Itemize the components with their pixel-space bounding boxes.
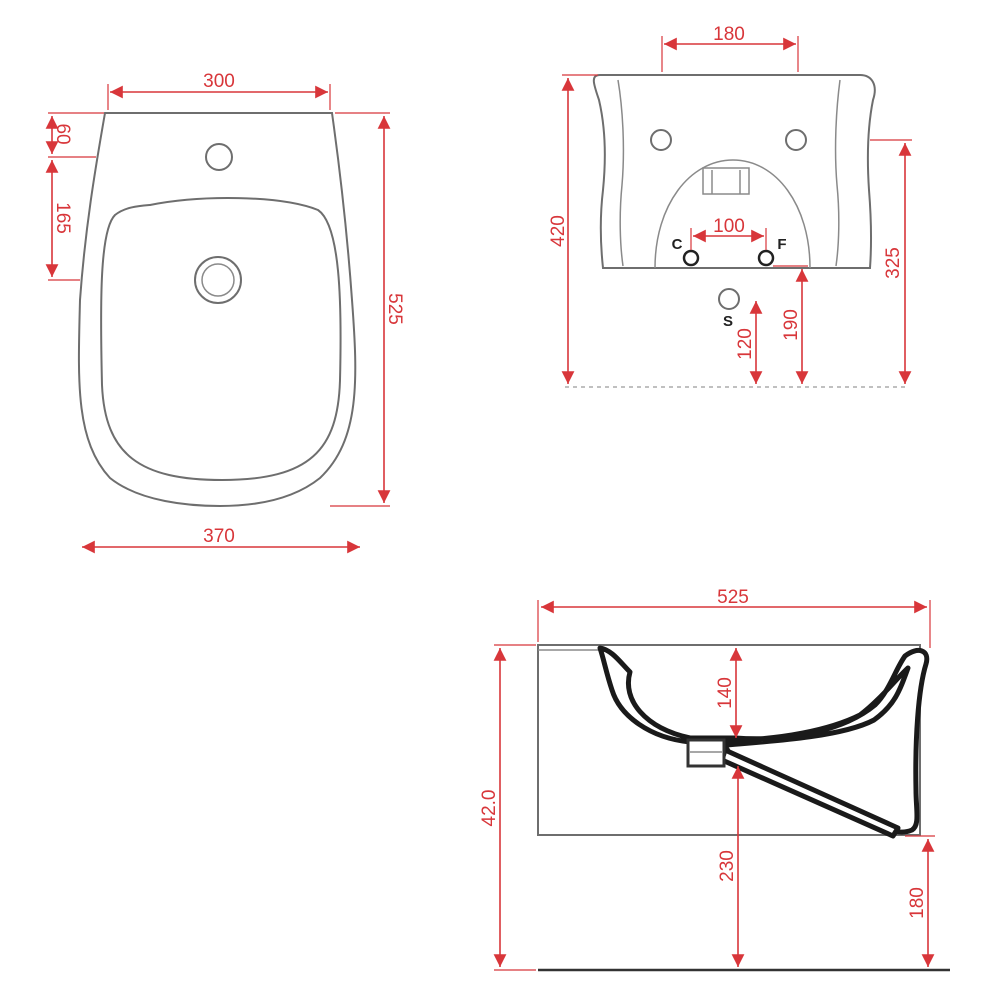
dim-label-370: 370 [203,526,235,547]
dim-label-300: 300 [203,71,235,92]
dim-label-120: 120 [735,328,756,360]
drain-connection-icon [718,288,740,310]
dim-label-180-side: 180 [907,887,928,919]
side-view: 525 42.0 140 230 180 [479,587,950,972]
marker-cold: C [672,236,683,253]
dim-label-180-front: 180 [713,24,745,45]
dim-label-525-side: 525 [717,587,749,608]
dim-label-325: 325 [883,247,904,279]
drain-outer [194,256,242,304]
dim-label-190: 190 [781,309,802,341]
hot-connection-icon [757,249,775,267]
front-right-rim [834,79,841,267]
cold-connection-icon [682,249,700,267]
dim-label-420: 420 [548,215,569,247]
dim-label-165: 165 [52,202,73,234]
plan-bowl-outline [100,197,342,482]
dim-label-525-plan: 525 [384,293,405,325]
front-hole-left [650,129,672,151]
plan-outer-outline [77,112,357,508]
side-body-outline [537,644,921,836]
front-left-rim [617,79,625,267]
tap-hole [205,143,233,171]
drain-inner [201,263,235,297]
front-spout-block [702,167,750,195]
front-hole-right [785,129,807,151]
dim-label-60: 60 [52,123,73,144]
marker-hot: F [777,236,786,253]
side-bowl-section [597,645,930,835]
dim-label-42: 42.0 [479,790,500,827]
marker-drain: S [723,313,733,330]
front-inner-arch [654,159,811,269]
side-outlet-spigot [686,738,726,768]
dim-label-230: 230 [717,850,738,882]
front-view: C F S 180 100 420 325 120 190 [548,24,912,388]
plan-view: 300 370 60 165 525 [45,71,405,554]
dim-label-140: 140 [715,677,736,709]
front-body-outline [592,74,876,269]
dim-label-100: 100 [713,216,745,237]
